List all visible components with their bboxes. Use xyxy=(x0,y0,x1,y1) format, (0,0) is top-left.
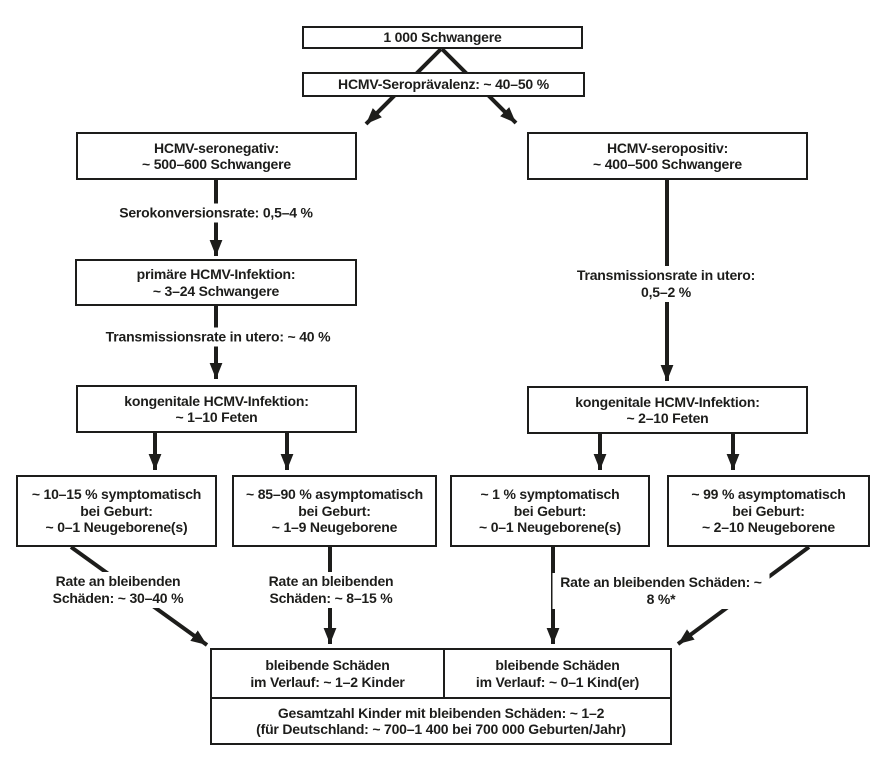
edge-label-damage-rate-left: Rate an bleibenden Schäden: ~ 30–40 % xyxy=(47,572,189,608)
node-symptomatic-right: ~ 1 % symptomatisch bei Geburt: ~ 0–1 Ne… xyxy=(450,475,650,547)
node-damage-course-left: bleibende Schäden im Verlauf: ~ 1–2 Kind… xyxy=(212,650,445,697)
edge-label-seroconversion: Serokonversionsrate: 0,5–4 % xyxy=(114,203,318,223)
node-primary-infection: primäre HCMV-Infektion: ~ 3–24 Schwanger… xyxy=(75,259,357,306)
node-symptomatic-left: ~ 10–15 % symptomatisch bei Geburt: ~ 0–… xyxy=(16,475,217,547)
edge-label-transmission-right: Transmissionsrate in utero: 0,5–2 % xyxy=(560,266,772,302)
summary-table-row-total: Gesamtzahl Kinder mit bleibenden Schäden… xyxy=(212,697,670,743)
node-seronegative: HCMV-seronegativ: ~ 500–600 Schwangere xyxy=(76,132,357,180)
node-asymptomatic-right: ~ 99 % asymptomatisch bei Geburt: ~ 2–10… xyxy=(667,475,870,547)
summary-table: bleibende Schäden im Verlauf: ~ 1–2 Kind… xyxy=(210,648,672,745)
node-total-children: Gesamtzahl Kinder mit bleibenden Schäden… xyxy=(256,704,626,738)
node-congenital-infection-left: kongenitale HCMV-Infektion: ~ 1–10 Feten xyxy=(76,385,357,433)
node-seroprevalence: HCMV-Seroprävalenz: ~ 40–50 % xyxy=(302,72,585,97)
summary-table-row-course: bleibende Schäden im Verlauf: ~ 1–2 Kind… xyxy=(212,650,670,697)
edge-label-damage-rate-right: Rate an bleibenden Schäden: ~ 8 %* xyxy=(552,573,770,609)
node-asymptomatic-left: ~ 85–90 % asymptomatisch bei Geburt: ~ 1… xyxy=(232,475,437,547)
node-congenital-infection-right: kongenitale HCMV-Infektion: ~ 2–10 Feten xyxy=(527,386,808,434)
node-1000-pregnant: 1 000 Schwangere xyxy=(302,26,583,49)
edge-label-damage-rate-mid: Rate an bleibenden Schäden: ~ 8–15 % xyxy=(263,572,399,608)
edge-label-transmission-left: Transmissionsrate in utero: ~ 40 % xyxy=(100,327,336,347)
node-damage-course-right: bleibende Schäden im Verlauf: ~ 0–1 Kind… xyxy=(475,657,640,690)
node-seropositive: HCMV-seropositiv: ~ 400–500 Schwangere xyxy=(527,132,808,180)
